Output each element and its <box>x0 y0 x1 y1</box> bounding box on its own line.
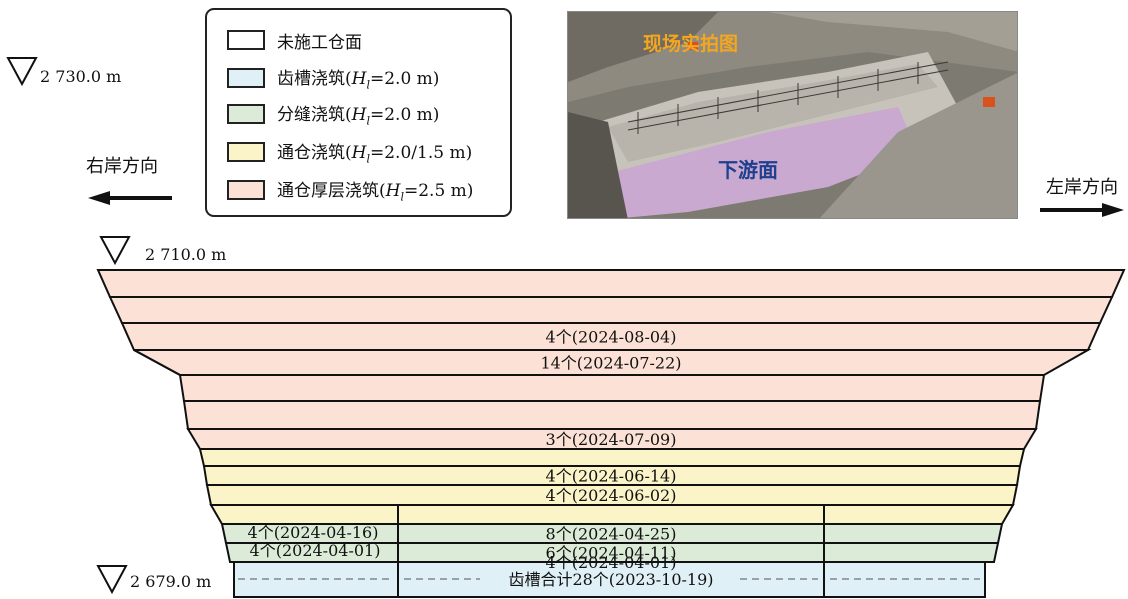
legend-swatch <box>227 68 265 88</box>
layer-label: 4个(2024-06-02) <box>546 486 677 505</box>
elevation-triangle-icon <box>6 57 38 87</box>
joint-left-label: 4个(2024-04-01) <box>250 541 381 560</box>
legend-label: 未施工仓面 <box>277 32 362 53</box>
layer-label: 4个(2024-08-04) <box>546 328 677 347</box>
legend-item: 通仓浇筑(Hl=2.0/1.5 m) <box>227 139 473 166</box>
legend-swatch <box>227 30 265 50</box>
site-photo-image: 现场实拍图 下游面 <box>568 12 1017 218</box>
dam-layer <box>96 269 1126 298</box>
layer-label: 8个(2024-04-25) <box>546 525 677 544</box>
elevation-middle: 2 710.0 m <box>145 245 227 264</box>
left-arrow-icon <box>88 191 110 205</box>
legend-swatch <box>227 180 265 200</box>
legend-item: 通仓厚层浇筑(Hl=2.5 m) <box>227 177 474 204</box>
photo-caption: 现场实拍图 <box>643 32 738 55</box>
right-arrow-icon <box>1102 203 1124 217</box>
layer-label: 4个(2024-04-01) <box>546 553 677 572</box>
dam-layer <box>182 400 1042 430</box>
layer-label: 4个(2024-06-14) <box>546 467 677 486</box>
trench-label: 齿槽合计28个(2023-10-19) <box>508 570 713 589</box>
elevation-triangle-icon <box>99 236 131 266</box>
layer-label: 6个(2024-04-11) <box>546 544 677 563</box>
dam-layer <box>198 448 1026 467</box>
elevation-top: 2 730.0 m <box>40 67 122 86</box>
elevation-bottom: 2 679.0 m <box>130 572 212 591</box>
layer-label: 3个(2024-07-09) <box>546 430 677 449</box>
legend-label: 分缝浇筑(Hl=2.0 m) <box>277 105 440 128</box>
downstream-face-label: 下游面 <box>718 158 778 182</box>
site-photo: 现场实拍图 下游面 <box>567 11 1018 219</box>
right-bank-direction: 右岸方向 <box>86 156 158 177</box>
legend-swatch <box>227 104 265 124</box>
left-bank-direction: 左岸方向 <box>1046 177 1118 198</box>
legend: 未施工仓面齿槽浇筑(Hl=2.0 m) 分缝浇筑(Hl=2.0 m) 通仓浇筑(Hl… <box>205 8 512 217</box>
dam-layer <box>178 374 1046 402</box>
legend-item: 分缝浇筑(Hl=2.0 m) <box>227 101 440 128</box>
legend-item: 齿槽浇筑(Hl=2.0 m) <box>227 65 440 92</box>
dam-layer <box>108 296 1114 324</box>
legend-swatch <box>227 142 265 162</box>
elevation-triangle-icon <box>96 565 128 595</box>
legend-label: 通仓厚层浇筑(Hl=2.5 m) <box>277 181 474 204</box>
legend-label: 通仓浇筑(Hl=2.0/1.5 m) <box>277 143 473 166</box>
layer-label: 14个(2024-07-22) <box>540 354 681 373</box>
legend-label: 齿槽浇筑(Hl=2.0 m) <box>277 69 440 92</box>
joint-left-label: 4个(2024-04-16) <box>248 523 379 542</box>
dam-edge <box>133 349 181 376</box>
dam-layer <box>209 504 1015 525</box>
legend-item: 未施工仓面 <box>227 27 362 53</box>
